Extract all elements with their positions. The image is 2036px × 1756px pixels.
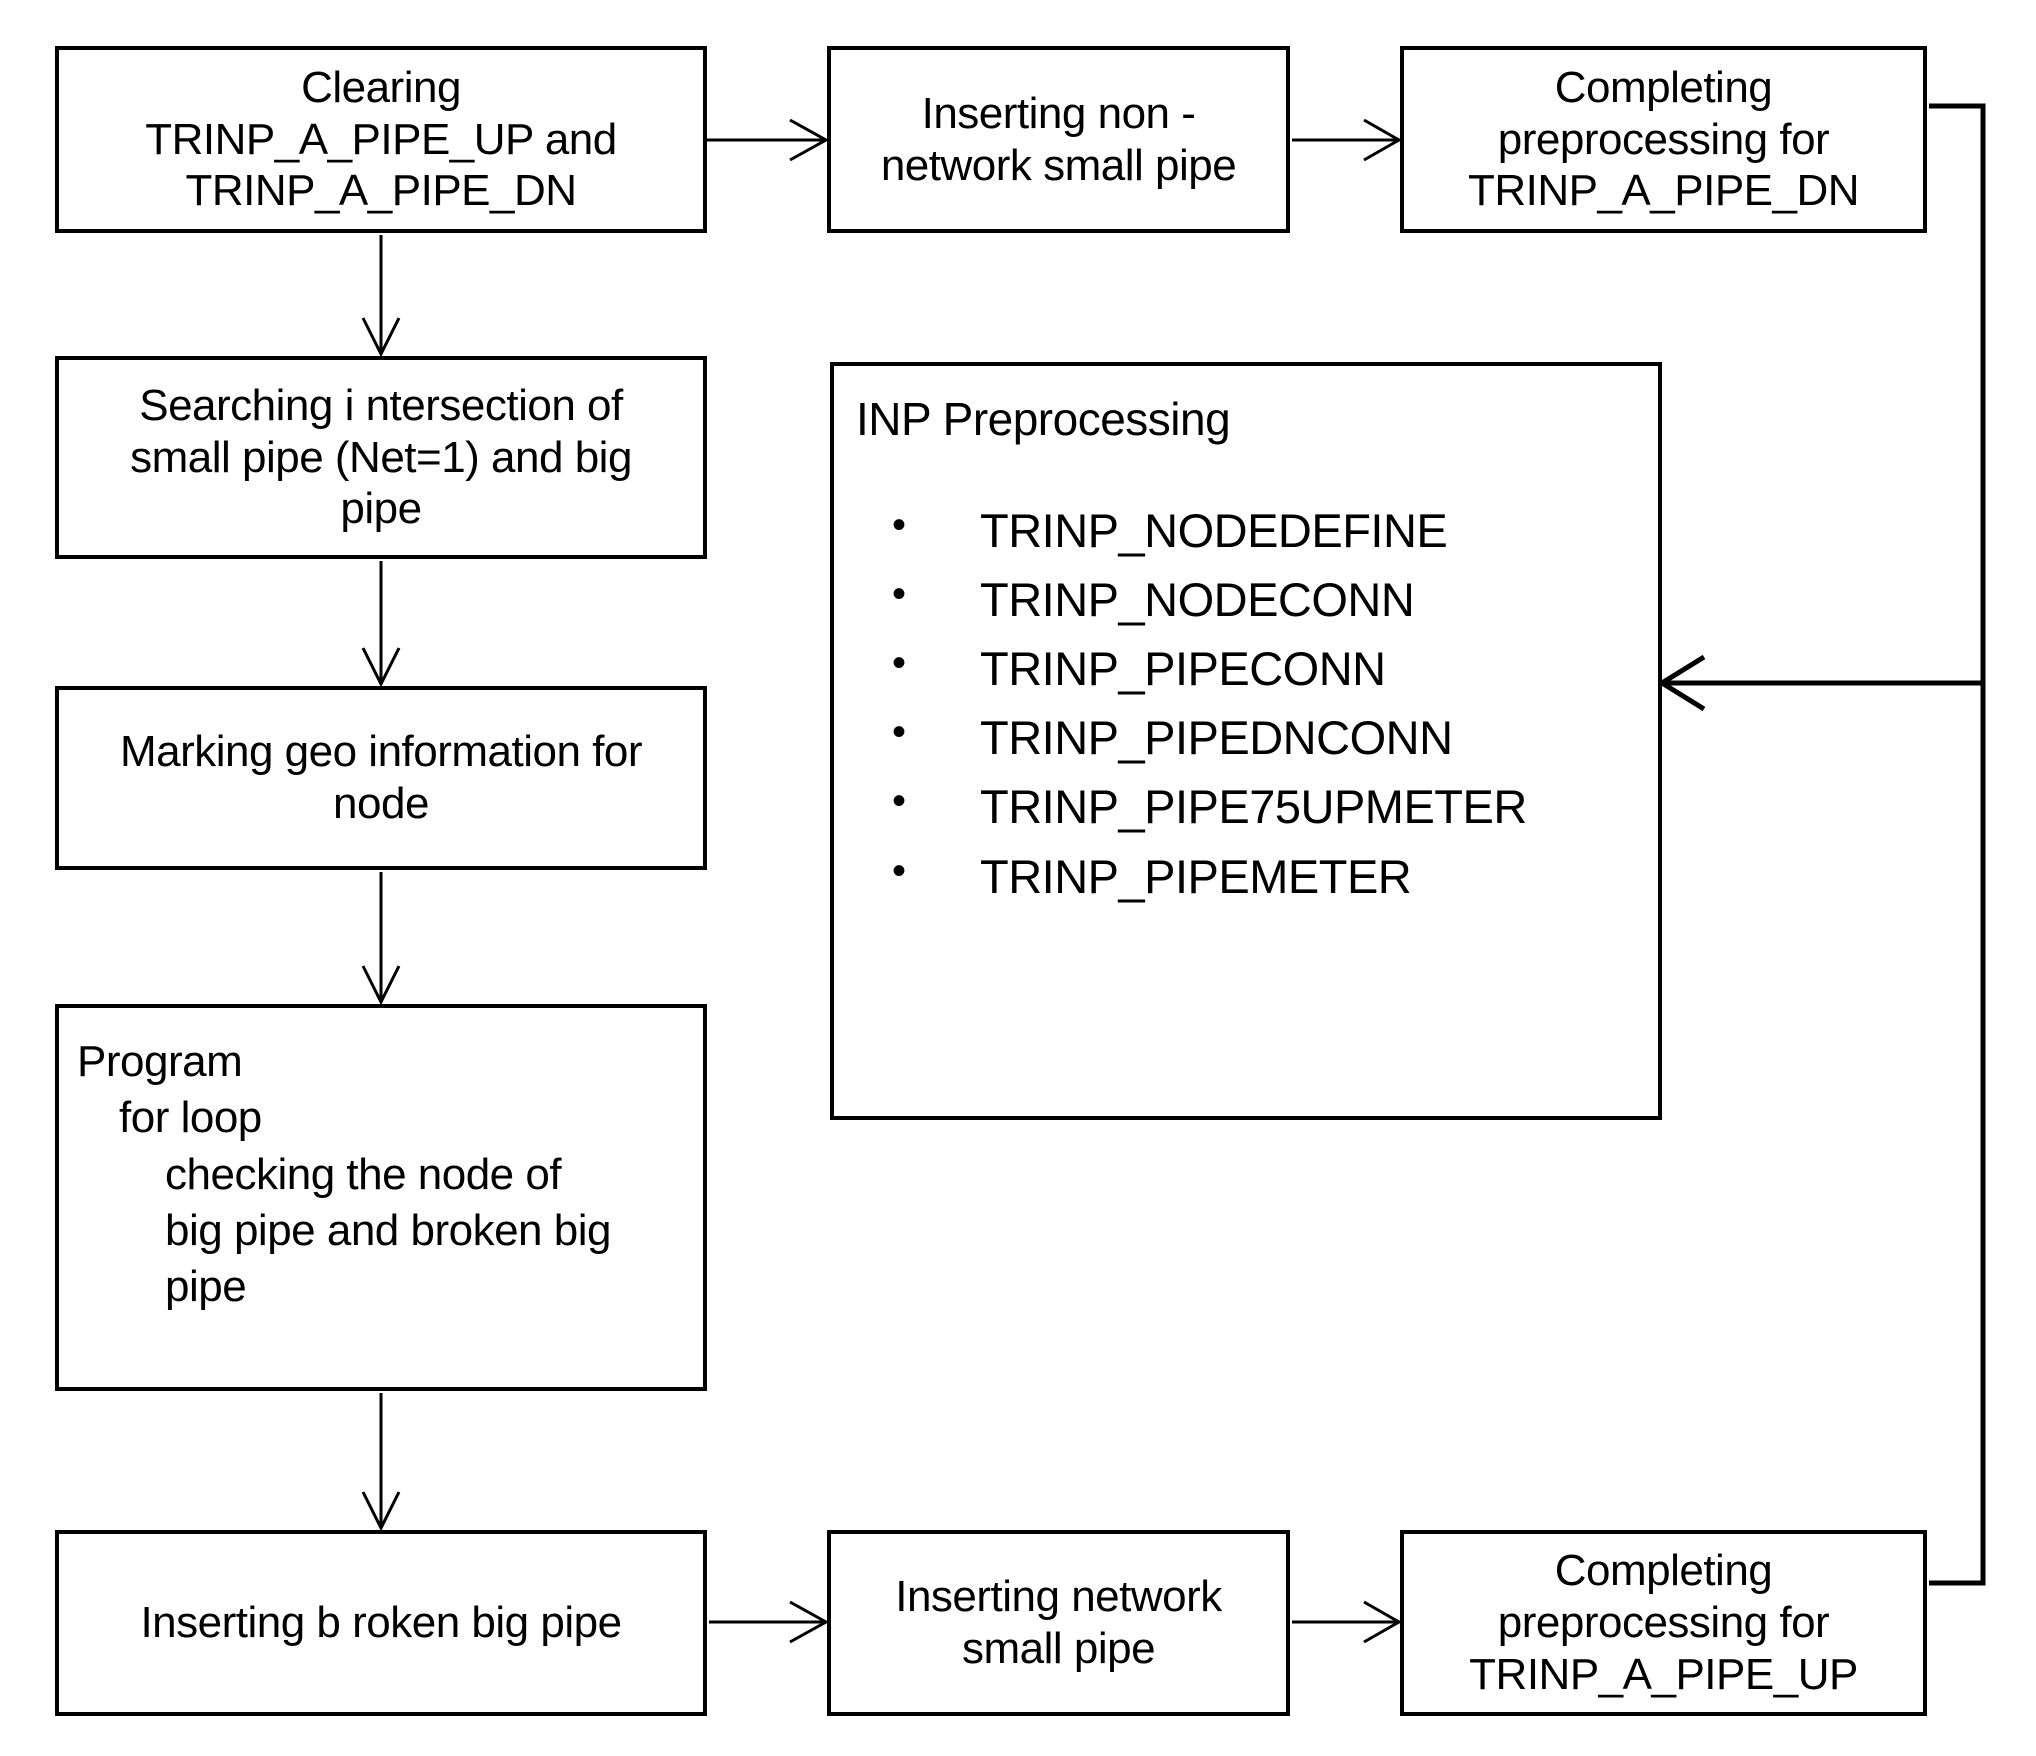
edge-right-margin-to-inp-preprocessing — [1657, 654, 1983, 712]
node-complete-dn-line-3: TRINP_A_PIPE_DN — [1467, 166, 1860, 216]
node-program-for-loop[interactable]: Program for loop checking the node of bi… — [55, 1004, 707, 1391]
node-inserting-network-small-pipe[interactable]: Inserting network small pipe — [827, 1530, 1290, 1716]
node-complete-up-line-2: preprocessing for — [1497, 1598, 1830, 1648]
edge-searching-to-marking — [361, 561, 401, 688]
node-complete-up-line-1: Completing — [1554, 1546, 1773, 1596]
node-program-line-5: pipe — [165, 1262, 247, 1312]
node-complete-up-line-3: TRINP_A_PIPE_UP — [1469, 1649, 1858, 1699]
node-inserting-broken-big-pipe[interactable]: Inserting b roken big pipe — [55, 1530, 707, 1716]
inp-list-item: TRINP_PIPECONN — [856, 640, 1658, 696]
node-insert-broken-line-1: Inserting b roken big pipe — [140, 1598, 622, 1648]
node-inp-preprocessing-panel[interactable]: INP Preprocessing TRINP_NODEDEFINE TRINP… — [830, 362, 1662, 1120]
node-searching-intersection[interactable]: Searching i ntersection of small pipe (N… — [55, 356, 707, 559]
node-marking-line-1: Marking geo information for — [119, 727, 643, 777]
node-complete-dn-line-1: Completing — [1554, 62, 1773, 112]
node-program-line-1: Program — [77, 1037, 243, 1086]
edge-program-to-insert-broken — [361, 1393, 401, 1532]
edge-insert-nonnetwork-to-completing-dn — [1292, 118, 1403, 162]
inp-preprocessing-title: INP Preprocessing — [856, 393, 1231, 445]
edge-insert-network-to-completing-up — [1292, 1600, 1403, 1644]
edge-clearing-to-insert-nonnetwork — [707, 118, 830, 162]
edge-insert-broken-to-insert-network — [709, 1600, 830, 1644]
node-marking-geo-information[interactable]: Marking geo information for node — [55, 686, 707, 870]
node-completing-preprocessing-dn[interactable]: Completing preprocessing for TRINP_A_PIP… — [1400, 46, 1927, 233]
node-clearing-line-3: TRINP_A_PIPE_DN — [185, 166, 577, 216]
node-clearing-line-1: Clearing — [301, 62, 461, 112]
inp-list-item: TRINP_PIPE75UPMETER — [856, 778, 1658, 834]
node-complete-dn-line-2: preprocessing for — [1497, 114, 1830, 164]
node-marking-line-2: node — [333, 779, 429, 828]
node-insert-net-line-2: small pipe — [961, 1624, 1156, 1673]
inp-list-item: TRINP_PIPEMETER — [856, 847, 1658, 904]
node-searching-line-3: pipe — [340, 484, 422, 534]
node-clearing-line-2: TRINP_A_PIPE_UP and — [145, 114, 617, 164]
node-insert-nonnet-line-1: Inserting non - — [921, 88, 1196, 138]
node-searching-line-2: small pipe (Net=1) and big — [130, 432, 632, 482]
node-program-line-2: for loop — [119, 1093, 262, 1143]
node-searching-line-1: Searching i ntersection of — [139, 380, 623, 430]
inp-list-item: TRINP_NODEDEFINE — [856, 502, 1658, 558]
inp-list-item: TRINP_NODECONN — [856, 571, 1658, 627]
edge-clearing-to-searching — [361, 235, 401, 358]
edge-completing-dn-down-to-completing-up — [1929, 103, 1986, 1586]
inp-preprocessing-list: TRINP_NODEDEFINE TRINP_NODECONN TRINP_PI… — [856, 502, 1658, 904]
node-clearing[interactable]: Clearing TRINP_A_PIPE_UP and TRINP_A_PIP… — [55, 46, 707, 233]
node-insert-net-line-1: Inserting network — [895, 1572, 1222, 1622]
node-program-line-3: checking the node of — [165, 1149, 562, 1199]
node-completing-preprocessing-up[interactable]: Completing preprocessing for TRINP_A_PIP… — [1400, 1530, 1927, 1716]
inp-list-item: TRINP_PIPEDNCONN — [856, 709, 1658, 765]
edge-marking-to-program — [361, 872, 401, 1006]
node-program-line-4: big pipe and broken big — [165, 1205, 611, 1255]
node-inserting-non-network-small-pipe[interactable]: Inserting non - network small pipe — [827, 46, 1290, 233]
node-insert-nonnet-line-2: network small pipe — [880, 140, 1237, 190]
